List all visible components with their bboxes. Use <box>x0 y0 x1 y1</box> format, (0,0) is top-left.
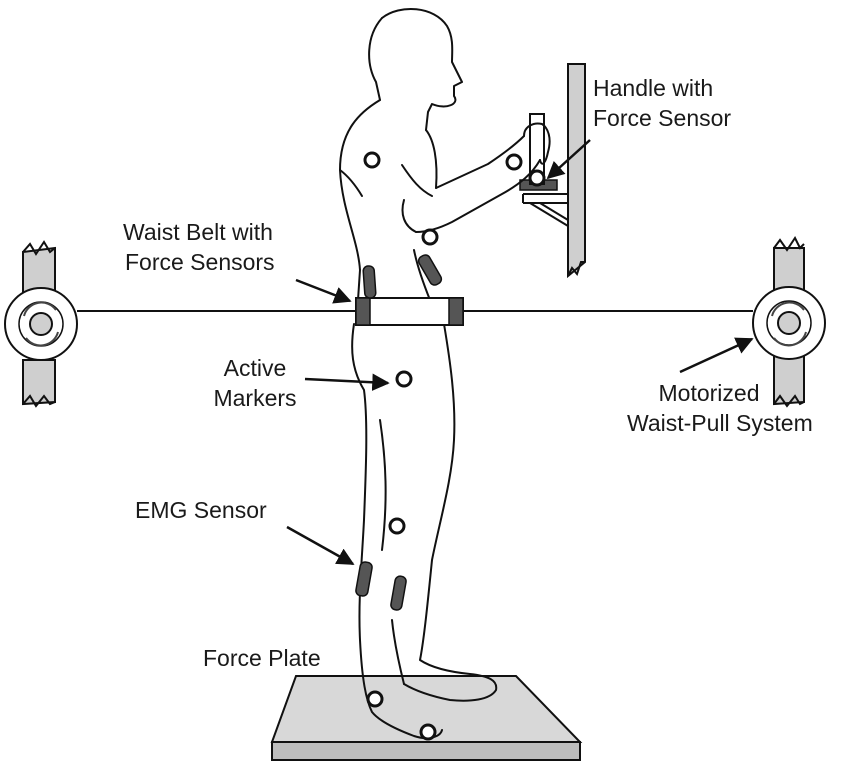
emg-sensors <box>355 254 443 611</box>
handle-label-line1: Handle with <box>593 75 714 101</box>
waist-belt-label-line2: Force Sensors <box>125 249 275 275</box>
waist-belt <box>355 297 464 326</box>
callout-arrows <box>286 139 754 566</box>
motorized-label-line1: Motorized <box>658 380 760 406</box>
right-pulley-post <box>752 236 826 408</box>
motorized-label-line2: Waist-Pull System <box>627 410 813 436</box>
left-pulley-post <box>4 240 78 408</box>
active-markers <box>363 151 546 741</box>
markers-label-line1: Active <box>223 355 287 381</box>
emg-sensor-label: EMG Sensor <box>135 497 267 523</box>
handle-label-line2: Force Sensor <box>593 105 732 131</box>
human-figure <box>339 7 551 739</box>
handle-wall-board <box>519 63 586 279</box>
waist-belt-label-line1: Waist Belt with <box>123 219 273 245</box>
markers-label-line2: Markers <box>213 385 297 411</box>
force-plate-label: Force Plate <box>203 645 321 671</box>
force-plate <box>270 675 583 761</box>
